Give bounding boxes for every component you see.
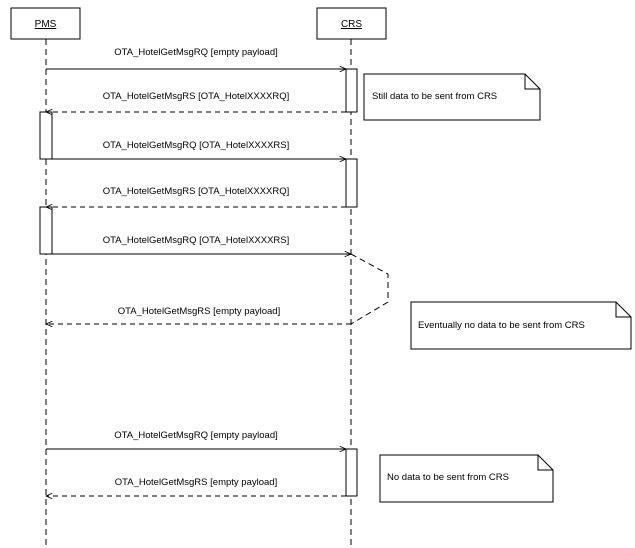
- note-3-text: No data to be sent from CRS: [387, 472, 509, 483]
- note-2: Eventually no data to be sent from CRS: [410, 301, 632, 350]
- message-7-label: OTA_HotelGetMsgRQ [empty payload]: [114, 430, 278, 441]
- actor-pms-label: PMS: [35, 19, 57, 30]
- message-8: OTA_HotelGetMsgRS [empty payload]: [46, 477, 346, 496]
- actor-crs-label: CRS: [341, 19, 362, 30]
- pms-activation-1: [39, 111, 53, 160]
- actor-pms: PMS: [10, 7, 81, 40]
- note-1: Still data to be sent from CRS: [363, 73, 541, 121]
- message-6-label: OTA_HotelGetMsgRS [empty payload]: [118, 306, 280, 317]
- crs-activation-3: [345, 448, 358, 497]
- actor-crs: CRS: [316, 7, 387, 40]
- note-2-text: Eventually no data to be sent from CRS: [418, 320, 585, 331]
- note-3: No data to be sent from CRS: [379, 454, 554, 503]
- crs-activation-1: [345, 68, 358, 113]
- message-5: OTA_HotelGetMsgRQ [OTA_HotelXXXXRS]: [52, 235, 351, 254]
- message-2: OTA_HotelGetMsgRS [OTA_HotelXXXXRQ]: [46, 91, 346, 112]
- message-6: OTA_HotelGetMsgRS [empty payload]: [46, 306, 351, 324]
- message-1: OTA_HotelGetMsgRQ [empty payload]: [46, 47, 346, 69]
- message-5-label: OTA_HotelGetMsgRQ [OTA_HotelXXXXRS]: [103, 235, 290, 246]
- message-2-label: OTA_HotelGetMsgRS [OTA_HotelXXXXRQ]: [103, 91, 290, 102]
- crs-self-return-path: [350, 253, 389, 325]
- message-4-label: OTA_HotelGetMsgRS [OTA_HotelXXXXRQ]: [103, 186, 290, 197]
- message-3: OTA_HotelGetMsgRQ [OTA_HotelXXXXRS]: [52, 140, 346, 159]
- pms-activation-2: [39, 206, 53, 255]
- message-7: OTA_HotelGetMsgRQ [empty payload]: [46, 430, 346, 449]
- note-1-text: Still data to be sent from CRS: [372, 91, 497, 102]
- crs-activation-2: [345, 158, 358, 208]
- message-8-label: OTA_HotelGetMsgRS [empty payload]: [115, 477, 277, 488]
- message-4: OTA_HotelGetMsgRS [OTA_HotelXXXXRQ]: [46, 186, 346, 207]
- message-3-label: OTA_HotelGetMsgRQ [OTA_HotelXXXXRS]: [103, 140, 290, 151]
- message-1-label: OTA_HotelGetMsgRQ [empty payload]: [114, 47, 278, 58]
